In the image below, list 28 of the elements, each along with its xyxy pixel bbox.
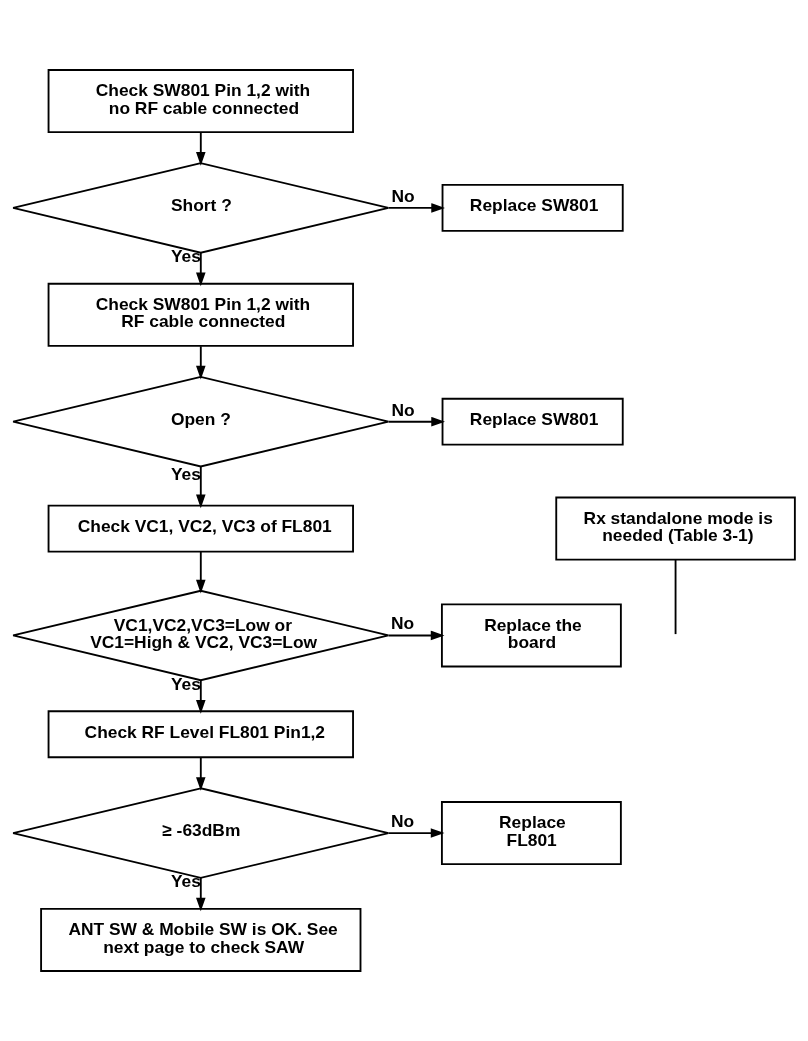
node-box: Replace FL801: [441, 801, 622, 866]
arrow: [196, 679, 206, 714]
arrow: [196, 756, 206, 791]
arrow: [196, 877, 206, 912]
arrow: [387, 203, 445, 213]
node-box: Replace SW801: [441, 184, 624, 232]
node-box: Check SW801 Pin 1,2 with RF cable connected: [47, 282, 354, 347]
node-box: Check SW801 Pin 1,2 with no RF cable connected: [47, 69, 354, 134]
arrow: [196, 465, 206, 509]
edge-label: No: [391, 613, 415, 634]
node-diamond: Open ?: [12, 376, 390, 468]
arrow: [196, 251, 206, 287]
connector: [674, 559, 677, 636]
node-box: Replace SW801: [441, 397, 624, 446]
node-box: Replace the board: [441, 603, 622, 668]
arrow: [387, 828, 445, 838]
node-box: Rx standalone mode is needed (Table 3-1): [555, 496, 796, 561]
arrow: [387, 416, 445, 427]
node-box: Check RF Level FL801 Pin1,2: [47, 710, 354, 759]
edge-label: No: [391, 185, 415, 206]
arrow: [196, 551, 206, 594]
arrow: [196, 345, 206, 380]
node-box: ANT SW & Mobile SW is OK. See next page to check SAW: [40, 907, 362, 972]
node-box: Check VC1, VC2, VC3 of FL801: [47, 504, 354, 553]
arrow: [387, 630, 445, 641]
edge-label: No: [391, 399, 415, 420]
edge-label: No: [391, 811, 415, 832]
arrow: [196, 131, 206, 166]
